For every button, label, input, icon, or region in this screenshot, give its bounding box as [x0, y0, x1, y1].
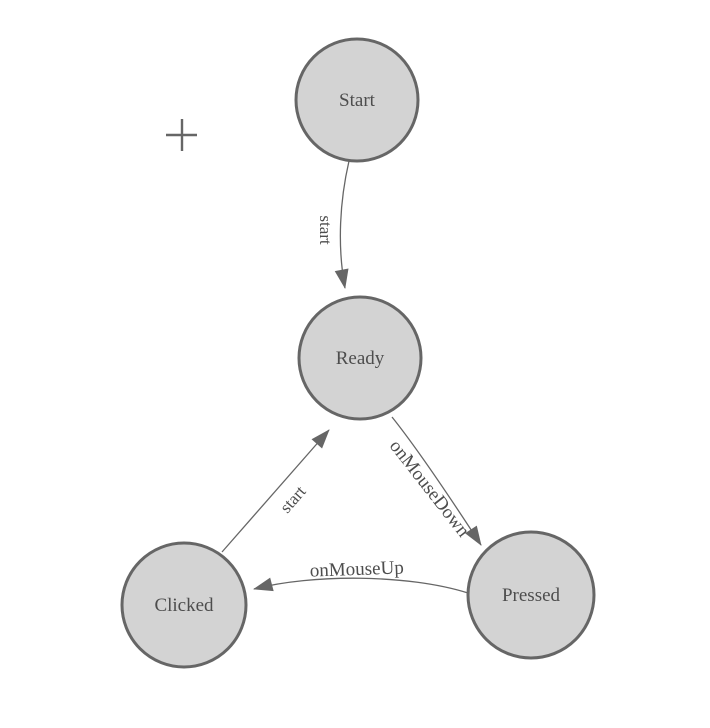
node-circle[interactable]: [466, 530, 596, 660]
edge-path[interactable]: [221, 429, 330, 553]
edge-label: onMouseUp: [309, 557, 404, 581]
edge-label: start: [276, 482, 310, 517]
node-ready[interactable]: Ready: [297, 295, 423, 421]
node-circle[interactable]: [120, 541, 248, 669]
node-circle[interactable]: [294, 37, 420, 163]
node-clicked[interactable]: Clicked: [120, 541, 248, 669]
node-label: Ready: [336, 348, 385, 369]
edge-clicked-ready: start: [221, 429, 330, 553]
edge-path[interactable]: [253, 577, 469, 594]
node-circle[interactable]: [297, 295, 423, 421]
edge-path[interactable]: [334, 160, 350, 289]
node-label: Clicked: [154, 595, 214, 616]
crosshair-plus-icon: [166, 119, 197, 151]
edge-label: start: [316, 215, 335, 245]
node-pressed[interactable]: Pressed: [466, 530, 596, 660]
node-label: Pressed: [502, 585, 561, 606]
edge-pressed-clicked: onMouseUp: [253, 557, 469, 594]
node-label: Start: [339, 90, 376, 111]
edge-path[interactable]: [391, 416, 482, 546]
node-start[interactable]: Start: [294, 37, 420, 163]
edge-start-ready: start: [316, 160, 350, 289]
edge-ready-pressed: onMouseDown: [385, 416, 482, 546]
edge-label: onMouseDown: [385, 436, 474, 542]
